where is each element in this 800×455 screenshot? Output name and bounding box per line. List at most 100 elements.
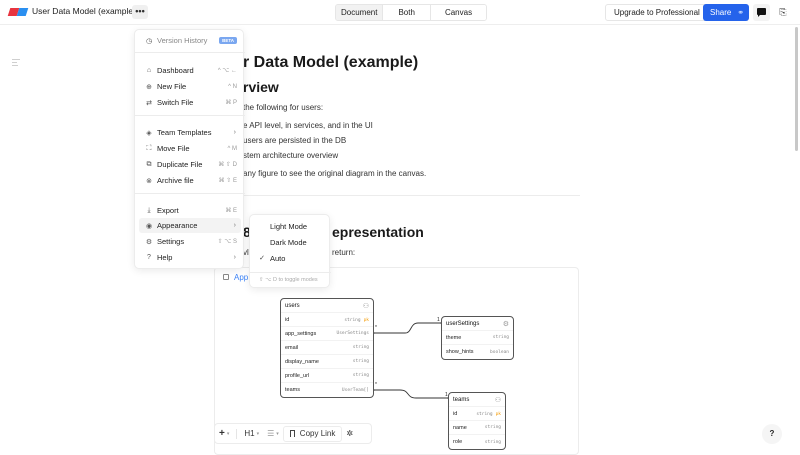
submenu-label: Dark Mode [270,237,307,247]
help-button[interactable]: ? [762,424,782,444]
bullet-item: e API level, in services, and in the UI [243,121,373,130]
table-row: theme string [442,331,513,345]
field-name: show_hints [446,349,474,355]
view-document-tab[interactable]: Document [336,5,384,20]
chevron-right-icon: › [233,129,236,136]
outline-line [12,65,18,66]
table-name: teams [453,396,470,403]
menu-label: Move File [157,144,190,153]
users-icon: ⚇ [494,396,501,404]
submenu-item-dark-mode[interactable]: Dark Mode [254,235,326,249]
help-icon: ? [147,254,151,261]
appearance-submenu: Light Mode Dark Mode ✓ Auto ⇧ ⌥ D to tog… [249,214,331,288]
field-name: app_settings [285,330,317,337]
menu-separator [250,272,331,273]
outline-line [12,62,17,63]
menu-item-duplicate-file[interactable]: ⧉ Duplicate File ⌘ ⇧ D [139,157,241,172]
chevron-down-icon: ▾ [276,430,279,437]
more-options-button[interactable]: ••• [132,5,148,19]
menu-item-settings[interactable]: ⚙ Settings ⇧ ⌥ S [139,234,241,249]
svg-text:*: * [375,382,377,388]
divider [215,195,580,196]
menu-item-export[interactable]: ⤓ Export ⌘ E [139,203,241,218]
menu-item-dashboard[interactable]: ⌂ Dashboard ^ ⌥ ← [139,63,241,78]
link-icon[interactable]: ⚭ [737,8,744,17]
menu-item-team-templates[interactable]: ◈ Team Templates › [139,125,241,140]
representation-text-prefix: vl [243,248,249,257]
eye-icon: ◉ [145,222,153,230]
pk-badge: pk [363,317,369,323]
panel-toggle-icon[interactable]: ⎘ [779,7,787,17]
archive-icon: ⊗ [146,177,152,185]
field-name: name [453,424,467,431]
menu-label: Settings [157,237,185,246]
copy-link-label: Copy Link [299,429,336,438]
duplicate-icon: ⧉ [146,160,152,168]
view-canvas-tab[interactable]: Canvas [430,5,487,20]
field-name: teams [285,387,300,393]
field-type: UserSettings [336,331,369,336]
user-icon: ⚇ [362,302,369,310]
field-name: theme [446,334,462,341]
insert-button[interactable]: +▾ [215,428,233,439]
templates-icon: ◈ [146,129,152,137]
toggle-modes-hint: ⇧ ⌥ D to toggle modes [259,277,318,283]
view-both-tab[interactable]: Both [383,5,431,20]
beta-badge: BETA [219,37,237,44]
menu-item-archive-file[interactable]: ⊗ Archive file ⌘ ⇧ E [139,173,241,188]
submenu-item-auto[interactable]: ✓ Auto [254,251,326,265]
menu-shortcut: ^ N [228,83,237,90]
menu-label: Duplicate File [157,160,203,169]
menu-separator [135,52,245,53]
field-type: string [492,335,509,340]
comment-icon-tail [758,14,761,17]
copy-link-button[interactable]: Copy Link [282,425,343,442]
menu-item-new-file[interactable]: ⊕ New File ^ N [139,79,241,94]
gear-icon: ⚙ [145,238,153,246]
list-dropdown[interactable]: ☰▾ [263,429,283,438]
overview-heading: rview [243,79,279,95]
menu-shortcut: ⌘ E [225,208,237,214]
field-type: string [484,439,501,445]
menu-item-version-history[interactable]: ◷ Version History BETA [139,33,241,48]
menu-item-appearance[interactable]: ◉ Appearance › [139,218,241,233]
view-mode-toggle: Document Both Canvas [335,4,488,21]
svg-text:1: 1 [445,392,448,398]
figure-caption-link[interactable]: App [223,273,248,282]
heading-dropdown[interactable]: H1▾ [240,429,263,438]
bullet-item: stem architecture overview [243,151,339,160]
menu-item-help[interactable]: ? Help › [139,250,241,265]
menu-label: Help [157,253,173,262]
menu-shortcut: ⌘ ⇧ D [218,162,237,168]
comments-button[interactable] [753,4,770,21]
scrollbar[interactable] [795,27,798,151]
submenu-item-light-mode[interactable]: Light Mode [254,219,326,233]
document-title[interactable]: User Data Model (example) [32,6,136,16]
submenu-label: Auto [270,253,286,263]
more-tools-button[interactable]: ✲ [342,429,357,438]
list-icon: ☰ [267,429,275,438]
outline-icon[interactable] [12,59,20,68]
plus-circle-icon: ⊕ [146,83,152,91]
field-type: boolean [490,349,509,355]
chevron-right-icon: › [233,254,236,261]
svg-text:*: * [375,325,377,331]
document-heading: r Data Model (example) [243,54,419,71]
representation-text: return: [332,248,356,257]
table-header: teams ⚇ [449,393,505,407]
menu-item-switch-file[interactable]: ⇄ Switch File ⌘ P [139,95,241,110]
menu-item-move-file[interactable]: ⛶ Move File ^ M [139,141,241,156]
share-button[interactable]: Share ⚭ [703,4,749,21]
pk-badge: pk [495,411,501,417]
menu-label: Archive file [157,176,194,185]
field-name: profile_url [285,372,310,379]
